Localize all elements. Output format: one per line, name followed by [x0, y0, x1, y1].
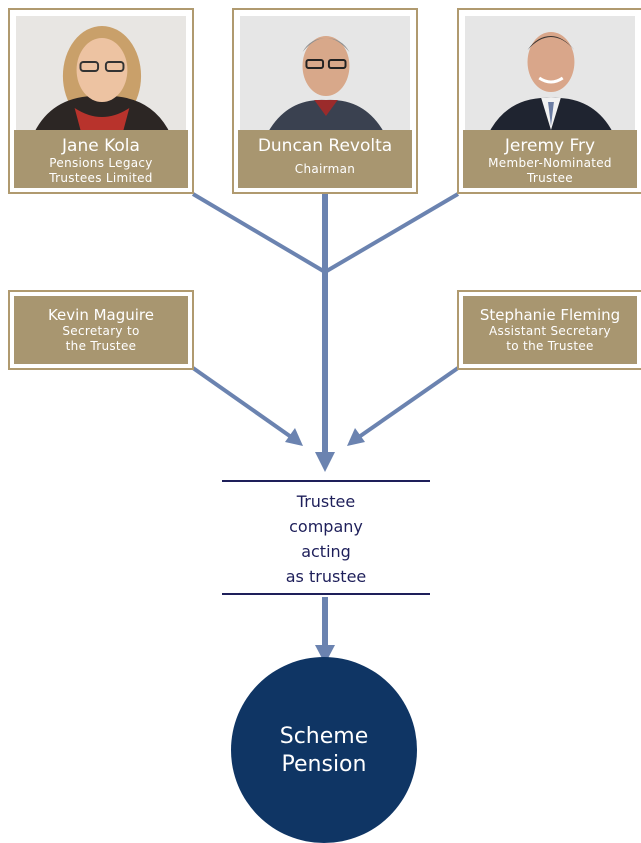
- arrow-head-kevin: [285, 428, 303, 446]
- name-caption: Jeremy Fry Member-Nominated Trustee: [463, 130, 637, 188]
- name-caption: Duncan Revolta Chairman: [238, 130, 412, 188]
- name-caption: Jane Kola Pensions Legacy Trustees Limit…: [14, 130, 188, 188]
- trustee-role-line2: Trustees Limited: [49, 171, 153, 185]
- scheme-circle: Scheme Pension: [231, 657, 417, 843]
- trustee-company-block: Trustee company acting as trustee: [222, 480, 430, 595]
- officer-role-line1: Assistant Secretary: [489, 324, 611, 338]
- trustee-card-jane-kola: Jane Kola Pensions Legacy Trustees Limit…: [8, 8, 194, 194]
- trustee-name: Jeremy Fry: [504, 136, 596, 156]
- officer-caption: Stephanie Fleming Assistant Secretary to…: [463, 296, 637, 364]
- trustee-company-line: Trustee: [296, 492, 356, 511]
- scheme-line: Scheme: [279, 724, 369, 749]
- top-divider: [222, 480, 430, 482]
- trustee-role-line1: Chairman: [294, 162, 356, 176]
- officer-caption: Kevin Maguire Secretary to the Trustee: [14, 296, 188, 364]
- bottom-divider: [222, 593, 430, 595]
- arrow-head-center: [315, 452, 335, 472]
- arrow-line-stephanie: [354, 366, 460, 441]
- officer-card-stephanie-fleming: Stephanie Fleming Assistant Secretary to…: [457, 290, 641, 370]
- portrait-photo: [465, 16, 635, 130]
- officer-role-line1: Secretary to: [62, 324, 140, 338]
- trustee-company-line: company: [289, 517, 363, 536]
- officer-name: Stephanie Fleming: [479, 306, 621, 324]
- trustee-name: Duncan Revolta: [257, 136, 393, 156]
- trustee-company-line: acting: [301, 542, 351, 561]
- trustee-role-line1: Member-Nominated: [488, 156, 612, 170]
- arrow-line-kevin: [191, 366, 296, 441]
- officer-role-line2: the Trustee: [65, 339, 137, 353]
- trustee-company-label: Trustee company acting as trustee: [222, 489, 430, 589]
- officer-card-kevin-maguire: Kevin Maguire Secretary to the Trustee: [8, 290, 194, 370]
- trustee-card-duncan-revolta: Duncan Revolta Chairman: [232, 8, 418, 194]
- arrow-line-jane: [191, 192, 327, 274]
- officer-name: Kevin Maguire: [47, 306, 155, 324]
- scheme-line: Pension: [281, 752, 367, 777]
- portrait-photo: [240, 16, 410, 130]
- trustee-card-jeremy-fry: Jeremy Fry Member-Nominated Trustee: [457, 8, 641, 194]
- trustee-role-line1: Pensions Legacy: [49, 156, 153, 170]
- trustee-role-line2: Trustee: [527, 171, 573, 185]
- trustee-company-line: as trustee: [285, 567, 367, 586]
- scheme-label: Scheme Pension: [231, 723, 417, 779]
- portrait-photo: [16, 16, 186, 130]
- arrow-head-stephanie: [347, 428, 365, 446]
- arrow-line-jeremy: [323, 192, 460, 274]
- trustee-name: Jane Kola: [62, 136, 140, 156]
- officer-role-line2: to the Trustee: [506, 339, 594, 353]
